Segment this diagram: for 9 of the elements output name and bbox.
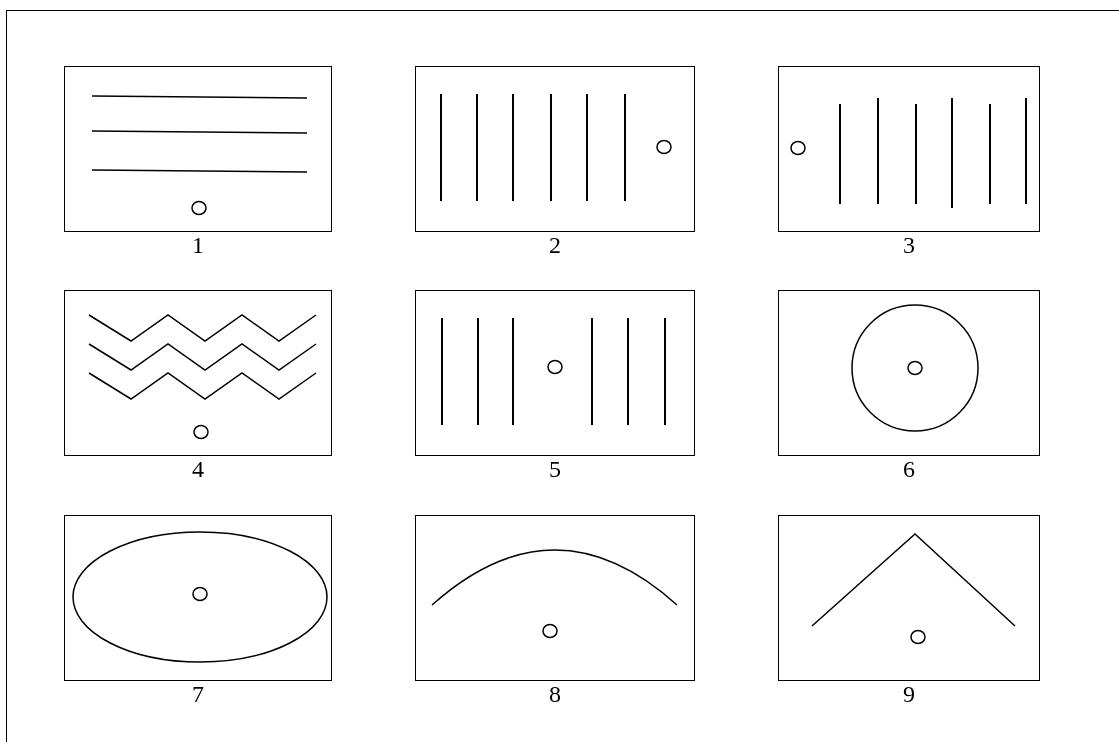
figure-number: 1 bbox=[191, 233, 205, 257]
figure-number: 6 bbox=[902, 457, 916, 481]
figure-number: 2 bbox=[548, 233, 562, 257]
figure-number: 9 bbox=[902, 682, 916, 706]
figure-number: 4 bbox=[191, 457, 205, 481]
figure-number: 8 bbox=[548, 682, 562, 706]
figure-number: 5 bbox=[548, 457, 562, 481]
figure-number: 7 bbox=[191, 682, 205, 706]
figure-number: 3 bbox=[902, 233, 916, 257]
